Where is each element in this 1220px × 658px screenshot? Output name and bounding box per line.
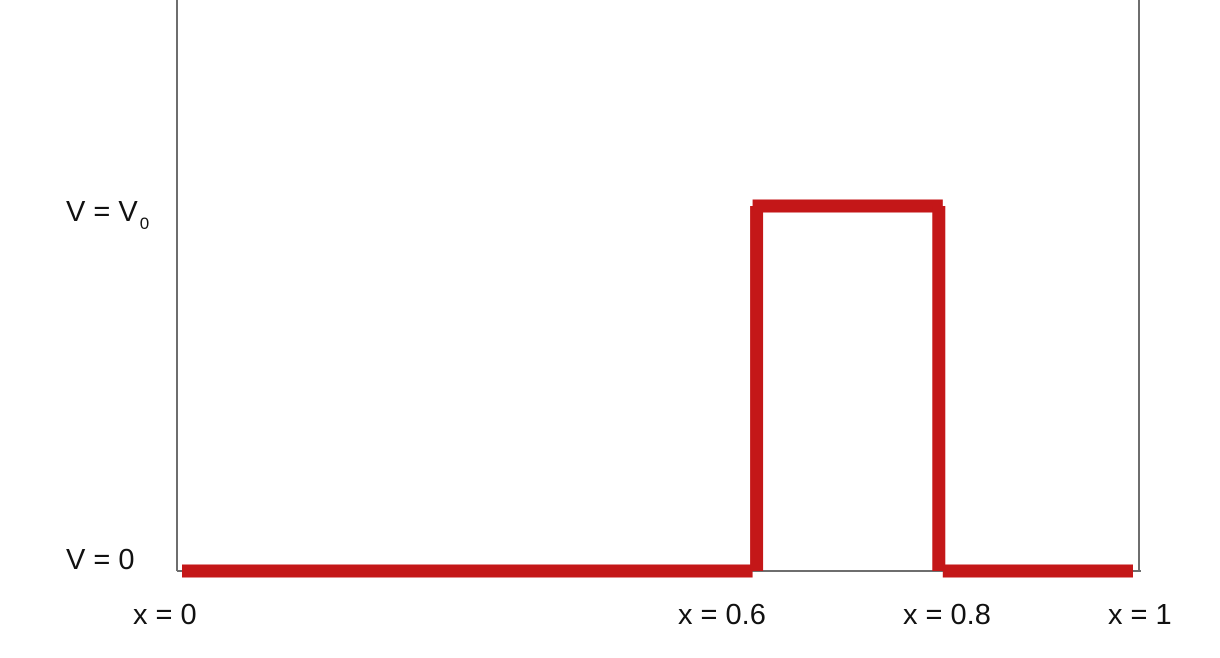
x-tick-label-0.8: x = 0.8 (903, 599, 991, 631)
x-tick-label-0: x = 0 (133, 599, 197, 631)
v-zero-label: V = 0 (66, 544, 135, 576)
v-high-label-subscript: 0 (140, 214, 149, 233)
v-high-label-main: V = V (66, 196, 138, 228)
x-tick-label-1: x = 1 (1108, 599, 1172, 631)
potential-curve (182, 199, 1133, 578)
x-tick-label-0.6: x = 0.6 (678, 599, 766, 631)
